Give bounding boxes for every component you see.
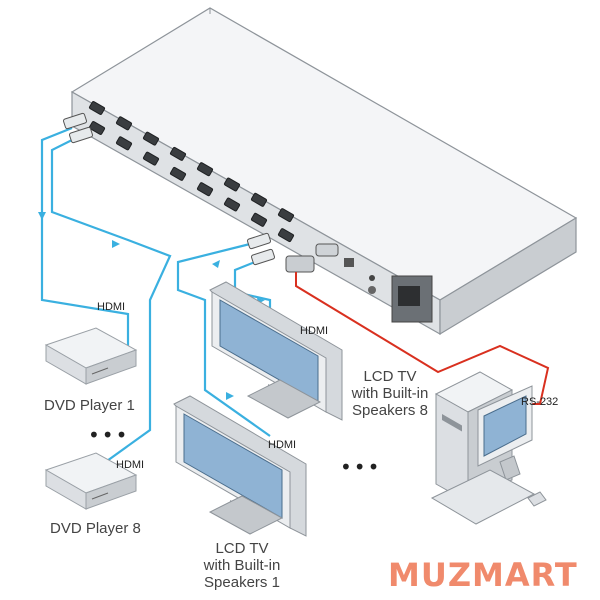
hdmi-port	[196, 162, 214, 177]
hdmi-port	[142, 131, 160, 146]
lcd-tv-1-label-line2: with Built-in	[203, 557, 281, 574]
hdmi-label-dvd1: HDMI	[97, 301, 126, 313]
matrix-switcher	[70, 7, 578, 336]
dvd-player-8	[44, 452, 138, 510]
hdmi-port	[169, 146, 187, 161]
lcd-tv-8-label-line2: with Built-in	[351, 385, 429, 402]
hdmi-port-array	[88, 101, 295, 243]
hdmi-port	[88, 121, 106, 135]
computer	[430, 371, 547, 525]
lcd-tv-8-label-line1: LCD TV	[363, 368, 417, 385]
hdmi-port	[277, 228, 295, 243]
hdmi-port	[277, 208, 295, 223]
dvd-player-1	[44, 327, 138, 385]
ellipsis-dvd-players: •••	[88, 423, 130, 447]
hdmi-port	[223, 197, 241, 212]
dvd-player-1-label: DVD Player 1	[44, 397, 135, 414]
ellipsis-tvs: •••	[340, 455, 382, 479]
ethernet-port	[344, 258, 354, 267]
hdmi-port	[169, 166, 187, 181]
lcd-tv-1	[173, 395, 307, 537]
hdmi-port	[115, 136, 133, 151]
power-inlet	[391, 275, 433, 323]
mouse	[527, 491, 547, 507]
hdmi-port	[196, 182, 214, 197]
hdmi-plugs	[63, 112, 275, 266]
lcd-tv-8-label: LCD TV with Built-in Speakers 8	[342, 368, 438, 419]
lcd-tv-8-label-line3: Speakers 8	[352, 402, 428, 419]
lcd-tv-8	[209, 281, 343, 421]
reset-button	[369, 275, 375, 281]
hdmi-cable-tv1	[176, 242, 271, 437]
hdmi-cable-dvd8	[50, 135, 172, 467]
power-led	[368, 286, 376, 294]
hdmi-label-tv1: HDMI	[268, 439, 297, 451]
hdmi-label-tv8: HDMI	[300, 325, 329, 337]
hdmi-port	[142, 151, 160, 166]
hdmi-port	[250, 212, 268, 227]
lcd-tv-1-label: LCD TV with Built-in Speakers 1	[194, 540, 290, 591]
watermark-logo: MUZMART	[388, 556, 578, 594]
hdmi-port	[88, 101, 106, 115]
hdmi-port	[115, 116, 133, 131]
dvd-player-8-label: DVD Player 8	[50, 520, 141, 537]
rs232-port	[315, 243, 339, 257]
lcd-tv-1-label-line1: LCD TV	[215, 540, 269, 557]
rs232-label: RS-232	[521, 396, 559, 408]
rs232-cable	[285, 255, 550, 405]
hdmi-label-dvd8: HDMI	[116, 459, 145, 471]
keyboard	[430, 469, 536, 525]
hdmi-port	[250, 192, 268, 207]
hdmi-port	[223, 177, 241, 192]
cable-arrows	[38, 212, 265, 400]
lcd-tv-1-label-line3: Speakers 1	[204, 574, 280, 591]
